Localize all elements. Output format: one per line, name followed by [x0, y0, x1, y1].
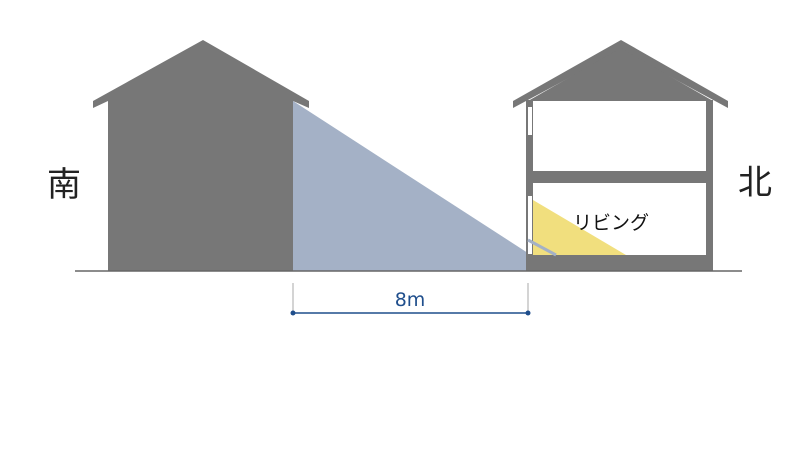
shadow-through-window	[527, 238, 557, 257]
distance-label: 8m	[395, 289, 426, 311]
north-house-roof-fill	[528, 48, 713, 101]
lower-window	[528, 196, 532, 254]
north-house	[513, 40, 728, 271]
north-house-wall-right	[706, 100, 713, 271]
upper-window	[528, 107, 532, 135]
upper-floor-room	[533, 105, 706, 171]
dimension-endpoint-left	[290, 310, 296, 316]
south-house-body	[108, 100, 293, 271]
north-house-floor-upper	[526, 171, 713, 183]
south-label: 南	[47, 165, 81, 205]
south-house	[93, 40, 309, 271]
sunlight-area	[533, 200, 626, 255]
dimension-endpoint-right	[525, 310, 531, 316]
north-label: 北	[738, 163, 772, 203]
distance-dimension: 8m	[290, 283, 531, 316]
north-house-wall-left	[526, 100, 533, 271]
living-room-label: リビング	[573, 212, 649, 234]
shadow-area	[293, 101, 531, 271]
north-house-floor-ground	[526, 255, 713, 271]
